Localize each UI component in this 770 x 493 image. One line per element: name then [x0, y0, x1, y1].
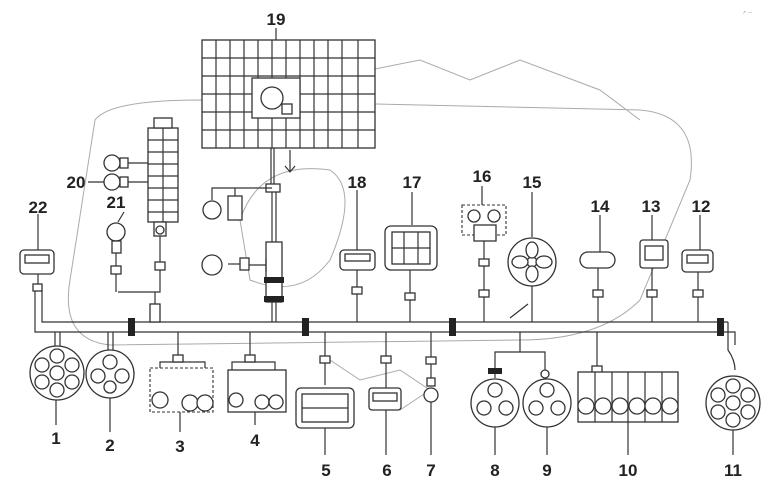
component-17-connector: [384, 192, 438, 322]
component-21-sensor: [106, 211, 161, 323]
callout-4: 4: [250, 431, 260, 450]
component-5-connector: [295, 332, 355, 455]
callout-3: 3: [175, 437, 184, 456]
callout-18: 18: [348, 173, 367, 192]
component-8-round-connector: [470, 332, 546, 455]
callout-20: 20: [67, 173, 86, 192]
component-6-connector: [368, 332, 402, 455]
component-20-fuse-block: [88, 117, 179, 293]
callout-13: 13: [642, 197, 661, 216]
watermark-logo: [67, 59, 692, 411]
component-16-relay-pair: [461, 186, 507, 322]
callout-9: 9: [542, 461, 551, 480]
component-12-connector: [681, 215, 714, 322]
callout-2: 2: [105, 436, 114, 455]
component-14-connector: [579, 215, 616, 322]
component-7-sensor: [423, 332, 439, 455]
callout-14: 14: [591, 197, 610, 216]
component-19-control-panel: [201, 39, 376, 322]
component-15-round-connector: [507, 192, 557, 322]
component-13-connector: [639, 215, 669, 322]
component-22-connector: [19, 214, 55, 292]
callout-10: 10: [619, 461, 638, 480]
callout-12: 12: [692, 197, 711, 216]
callout-5: 5: [321, 461, 330, 480]
component-10-relay-block: [577, 332, 679, 455]
component-11-round-connector: [705, 375, 761, 455]
callout-1: 1: [51, 429, 60, 448]
callout-19: 19: [267, 10, 286, 29]
callout-8: 8: [490, 461, 499, 480]
main-harness-trunk: [34, 290, 736, 371]
callout-6: 6: [382, 461, 391, 480]
callout-22: 22: [29, 198, 48, 217]
corner-mark: ↗ ---: [742, 10, 753, 16]
component-18-connector: [339, 190, 376, 322]
callout-11: 11: [724, 461, 742, 480]
callout-17: 17: [403, 173, 422, 192]
component-3-relay-group: [149, 332, 214, 432]
callout-labels: 1 2 3 4 5 6 7 8 9 10 11 12 13 14 15 16 1…: [29, 10, 742, 480]
callout-16: 16: [473, 167, 492, 186]
component-1-round-connector: [29, 332, 85, 401]
callout-15: 15: [523, 173, 542, 192]
component-2-round-connector: [85, 332, 135, 399]
component-9-round-connector: [522, 369, 572, 455]
callout-7: 7: [426, 461, 435, 480]
component-4-relay-group: [227, 332, 287, 425]
callout-21: 21: [107, 193, 126, 212]
